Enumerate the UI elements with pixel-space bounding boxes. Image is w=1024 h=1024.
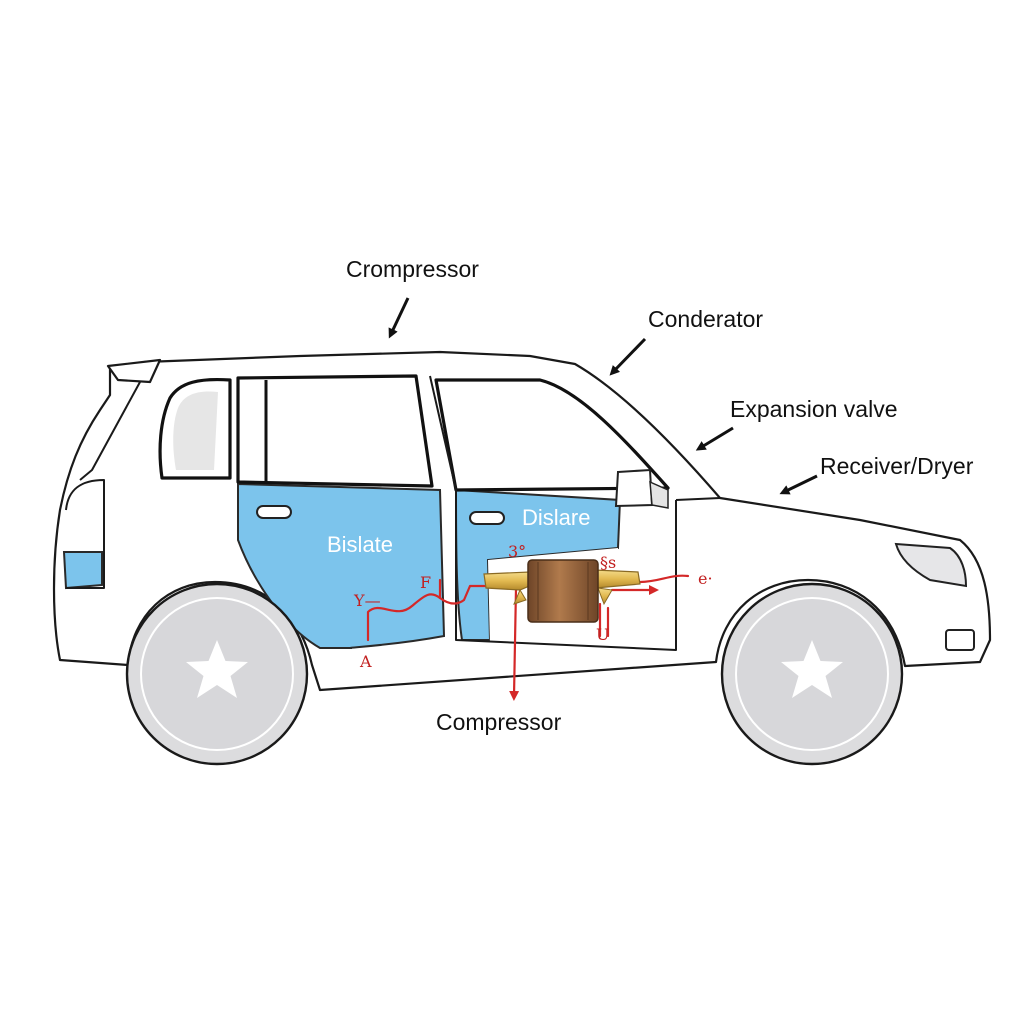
mark-f: F	[420, 573, 431, 592]
label-expansion-valve: Expansion valve	[730, 396, 898, 422]
rear-pillar-line	[79, 381, 141, 481]
mark-ya: Y—	[353, 591, 381, 610]
rear-door-label: Bislate	[327, 532, 393, 557]
rear-wheel	[125, 582, 309, 766]
rear-light	[65, 479, 105, 589]
fitting-left	[483, 571, 535, 591]
fog-light	[945, 629, 975, 651]
rear-door-handle	[256, 505, 292, 519]
refrigerant-circuit: 3° §s Y— F A e· U	[353, 542, 713, 701]
refrigerant-line-out	[638, 574, 690, 584]
mark-3: 3°	[508, 542, 526, 561]
headlight	[894, 542, 968, 588]
rear-door-panel	[237, 482, 446, 649]
label-bottom-compressor: Compressor	[436, 709, 562, 735]
mark-u: U	[596, 625, 609, 644]
front-door-handle	[469, 511, 505, 525]
front-door-window	[434, 378, 670, 492]
front-door-outline	[429, 375, 677, 651]
refrigerant-drop	[598, 602, 610, 638]
rear-door: Bislate	[236, 374, 446, 649]
rear-door-window	[236, 374, 434, 488]
mark-e: e·	[698, 569, 713, 588]
rear-tail-panel	[62, 551, 103, 590]
front-wheel	[720, 582, 904, 766]
front-end	[675, 497, 975, 651]
label-top-compressor: Crompressor	[346, 256, 479, 282]
arrow-receiver-dryer	[779, 474, 818, 495]
mark-a: A	[359, 652, 372, 671]
side-mirror	[614, 468, 654, 508]
star-icon	[781, 640, 843, 698]
arrow-condenser	[609, 337, 647, 376]
label-condenser: Conderator	[648, 306, 763, 332]
front-door-label: Dislare	[522, 505, 590, 530]
label-receiver-dryer: Receiver/Dryer	[820, 453, 974, 479]
refrigerant-line-rear	[366, 584, 494, 642]
rear-spoiler	[106, 358, 162, 384]
star-icon	[186, 640, 248, 698]
mark-s: §s	[600, 553, 616, 572]
arrow-top-compressor	[388, 297, 410, 339]
refrigerant-line-down	[509, 586, 520, 701]
callouts: Crompressor Conderator Expansion valve R…	[346, 256, 974, 735]
compressor-unit	[527, 559, 599, 623]
hood-line	[675, 497, 721, 501]
arrow-expansion-valve	[695, 426, 734, 451]
